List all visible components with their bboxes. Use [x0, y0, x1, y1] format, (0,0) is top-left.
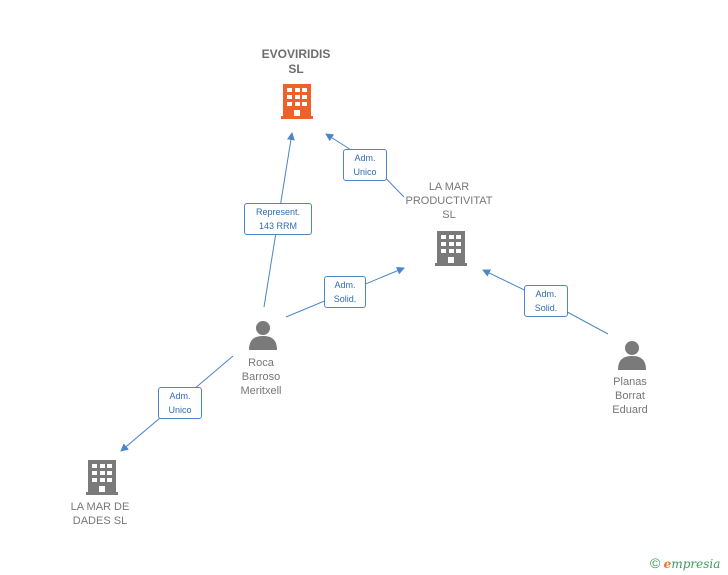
person-icon-roca[interactable] — [249, 321, 277, 350]
edge-label-roca-evoviridis[interactable]: Represent. 143 RRM — [244, 203, 312, 235]
footer-brand: © empresia — [650, 555, 720, 571]
edge-label-roca-lamarprod[interactable]: Adm. Solid. — [324, 276, 366, 308]
node-label-planas[interactable]: Planas Borrat Eduard — [612, 376, 648, 416]
node-label-evoviridis[interactable]: EVOVIRIDIS SL — [261, 47, 331, 76]
building-icon-lamar-productivitat[interactable] — [435, 231, 467, 266]
edge-label-planas-lamarprod[interactable]: Adm. Solid. — [524, 285, 568, 317]
building-icon-lamar-dades[interactable] — [86, 460, 118, 495]
brand-logo: empresia — [663, 557, 721, 571]
node-label-lamar-productivitat[interactable]: LA MAR PRODUCTIVITAT SL — [405, 181, 493, 221]
node-label-roca[interactable]: Roca Barroso Meritxell — [240, 357, 282, 397]
edge-label-roca-lamardades[interactable]: Adm. Unico — [158, 387, 202, 419]
copyright-icon: © — [650, 555, 661, 571]
node-label-lamar-dades[interactable]: LA MAR DE DADES SL — [70, 501, 130, 527]
person-icon-planas[interactable] — [618, 341, 646, 370]
building-icon-evoviridis[interactable] — [281, 84, 313, 119]
edge-label-lamarprod-evoviridis[interactable]: Adm. Unico — [343, 149, 387, 181]
